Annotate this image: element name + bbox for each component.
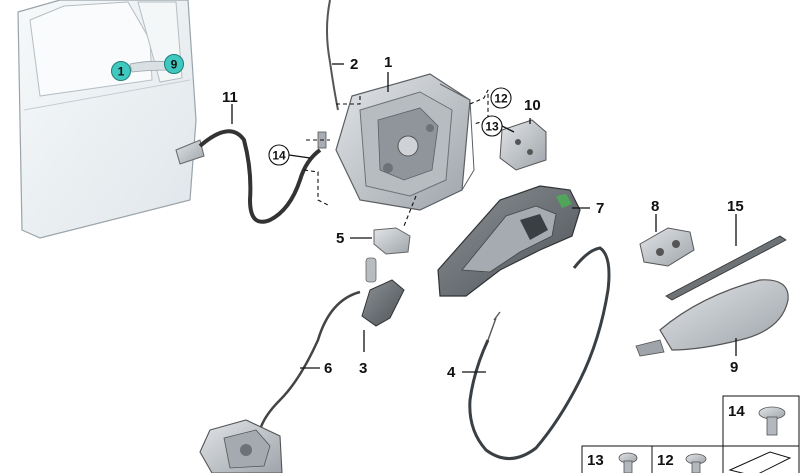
hardware-box-blank — [722, 445, 800, 473]
part-3-bracket — [361, 257, 405, 327]
bolt-12-icon — [685, 453, 707, 473]
svg-text:12: 12 — [657, 452, 674, 469]
callout-8: 8 — [651, 198, 659, 215]
part-6-lower-cable — [199, 290, 361, 473]
circled-callout-13: 13 — [481, 115, 503, 137]
rear-door-illustration — [17, 0, 197, 239]
hardware-box-13: 13 — [581, 445, 653, 473]
part-11-cable — [175, 129, 327, 224]
part-9-exterior-handle — [635, 279, 789, 357]
bolt-13-icon — [618, 452, 638, 473]
callout-2: 2 — [350, 56, 358, 73]
part-15-gasket — [665, 235, 787, 301]
part-4-cable — [468, 246, 611, 460]
hardware-box-12: 12 — [651, 445, 724, 473]
leader-13 — [501, 125, 515, 133]
leader-14 — [288, 154, 311, 159]
callout-3: 3 — [359, 360, 367, 377]
callout-7: 7 — [596, 200, 604, 217]
part-7-handle-carrier — [437, 185, 581, 297]
callout-6: 6 — [324, 360, 332, 377]
callout-10: 10 — [524, 97, 541, 114]
hardware-box-14: 14 — [722, 395, 800, 447]
callout-1: 1 — [384, 54, 392, 71]
part-8-cover — [639, 227, 695, 267]
callout-9: 9 — [730, 359, 738, 376]
callout-5: 5 — [336, 230, 344, 247]
circled-callout-14: 14 — [268, 144, 290, 166]
svg-text:14: 14 — [728, 403, 745, 420]
part-10-striker — [499, 119, 547, 171]
part-2-rod — [326, 0, 339, 111]
svg-text:13: 13 — [587, 452, 604, 469]
part-5-clip — [373, 227, 411, 255]
leader-lines — [231, 63, 737, 373]
callout-4: 4 — [447, 364, 456, 381]
door-marker-1: 1 — [111, 61, 131, 81]
callout-15: 15 — [727, 198, 744, 215]
circled-callout-12: 12 — [490, 87, 512, 109]
door-marker-9: 9 — [164, 54, 184, 74]
screw-14-icon — [758, 406, 786, 436]
svg-text:14: 14 — [272, 149, 286, 163]
svg-text:13: 13 — [485, 120, 499, 134]
svg-text:12: 12 — [494, 92, 508, 106]
callout-11: 11 — [222, 89, 238, 106]
svg-text:1: 1 — [118, 65, 125, 79]
svg-text:9: 9 — [171, 58, 178, 72]
part-1-lock-actuator — [335, 73, 475, 211]
